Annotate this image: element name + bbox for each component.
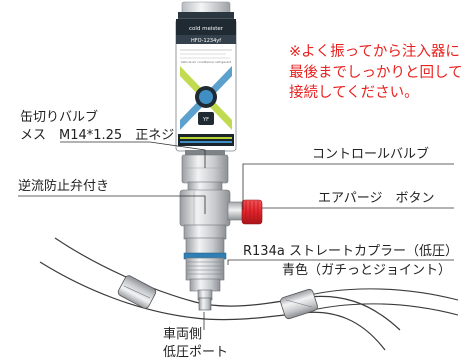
quick-coupler (183, 237, 227, 301)
valve-body (179, 181, 245, 240)
label-purge-button: エアパージ ボタン (318, 191, 435, 206)
label-low-pressure-port: 低圧ポート (163, 345, 229, 360)
label-coupler-color: 青色（ガチっとジョイント） (282, 263, 452, 278)
label-can-valve-thread: メス M14*1.25 正ネジ (20, 128, 175, 143)
label-can-valve: 缶切りバルブ (20, 110, 99, 125)
leader-lines (18, 141, 454, 330)
can-model-text: HFO-1234yf (191, 38, 221, 44)
refrigerant-can (175, 1, 237, 152)
purge-button[interactable] (241, 199, 263, 225)
label-control-valve: コントロールバルブ (312, 147, 430, 162)
label-check-valve: 逆流防止弁付き (18, 179, 110, 194)
low-pressure-port (198, 297, 212, 311)
can-badge-text: YF (202, 117, 209, 123)
pipe-fitting-right (280, 288, 318, 320)
label-coupler: R134a ストレートカプラー（低圧） (243, 244, 458, 259)
caution-note-line-2: 最後までしっかりと回して (289, 64, 463, 81)
can-small-print: Vehicle air conditioner refrigerant (181, 60, 232, 64)
pipe-fitting-left (117, 275, 157, 309)
label-vehicle-side: 車両側 (163, 327, 203, 342)
can-brand-text: cold meister (189, 26, 224, 32)
caution-note: ※よく振ってから注入器に 最後までしっかりと回して 接続してください。 (289, 42, 469, 104)
caution-note-line-1: ※よく振ってから注入器に (289, 44, 460, 60)
caution-note-line-3: 接続してください。 (289, 85, 419, 101)
